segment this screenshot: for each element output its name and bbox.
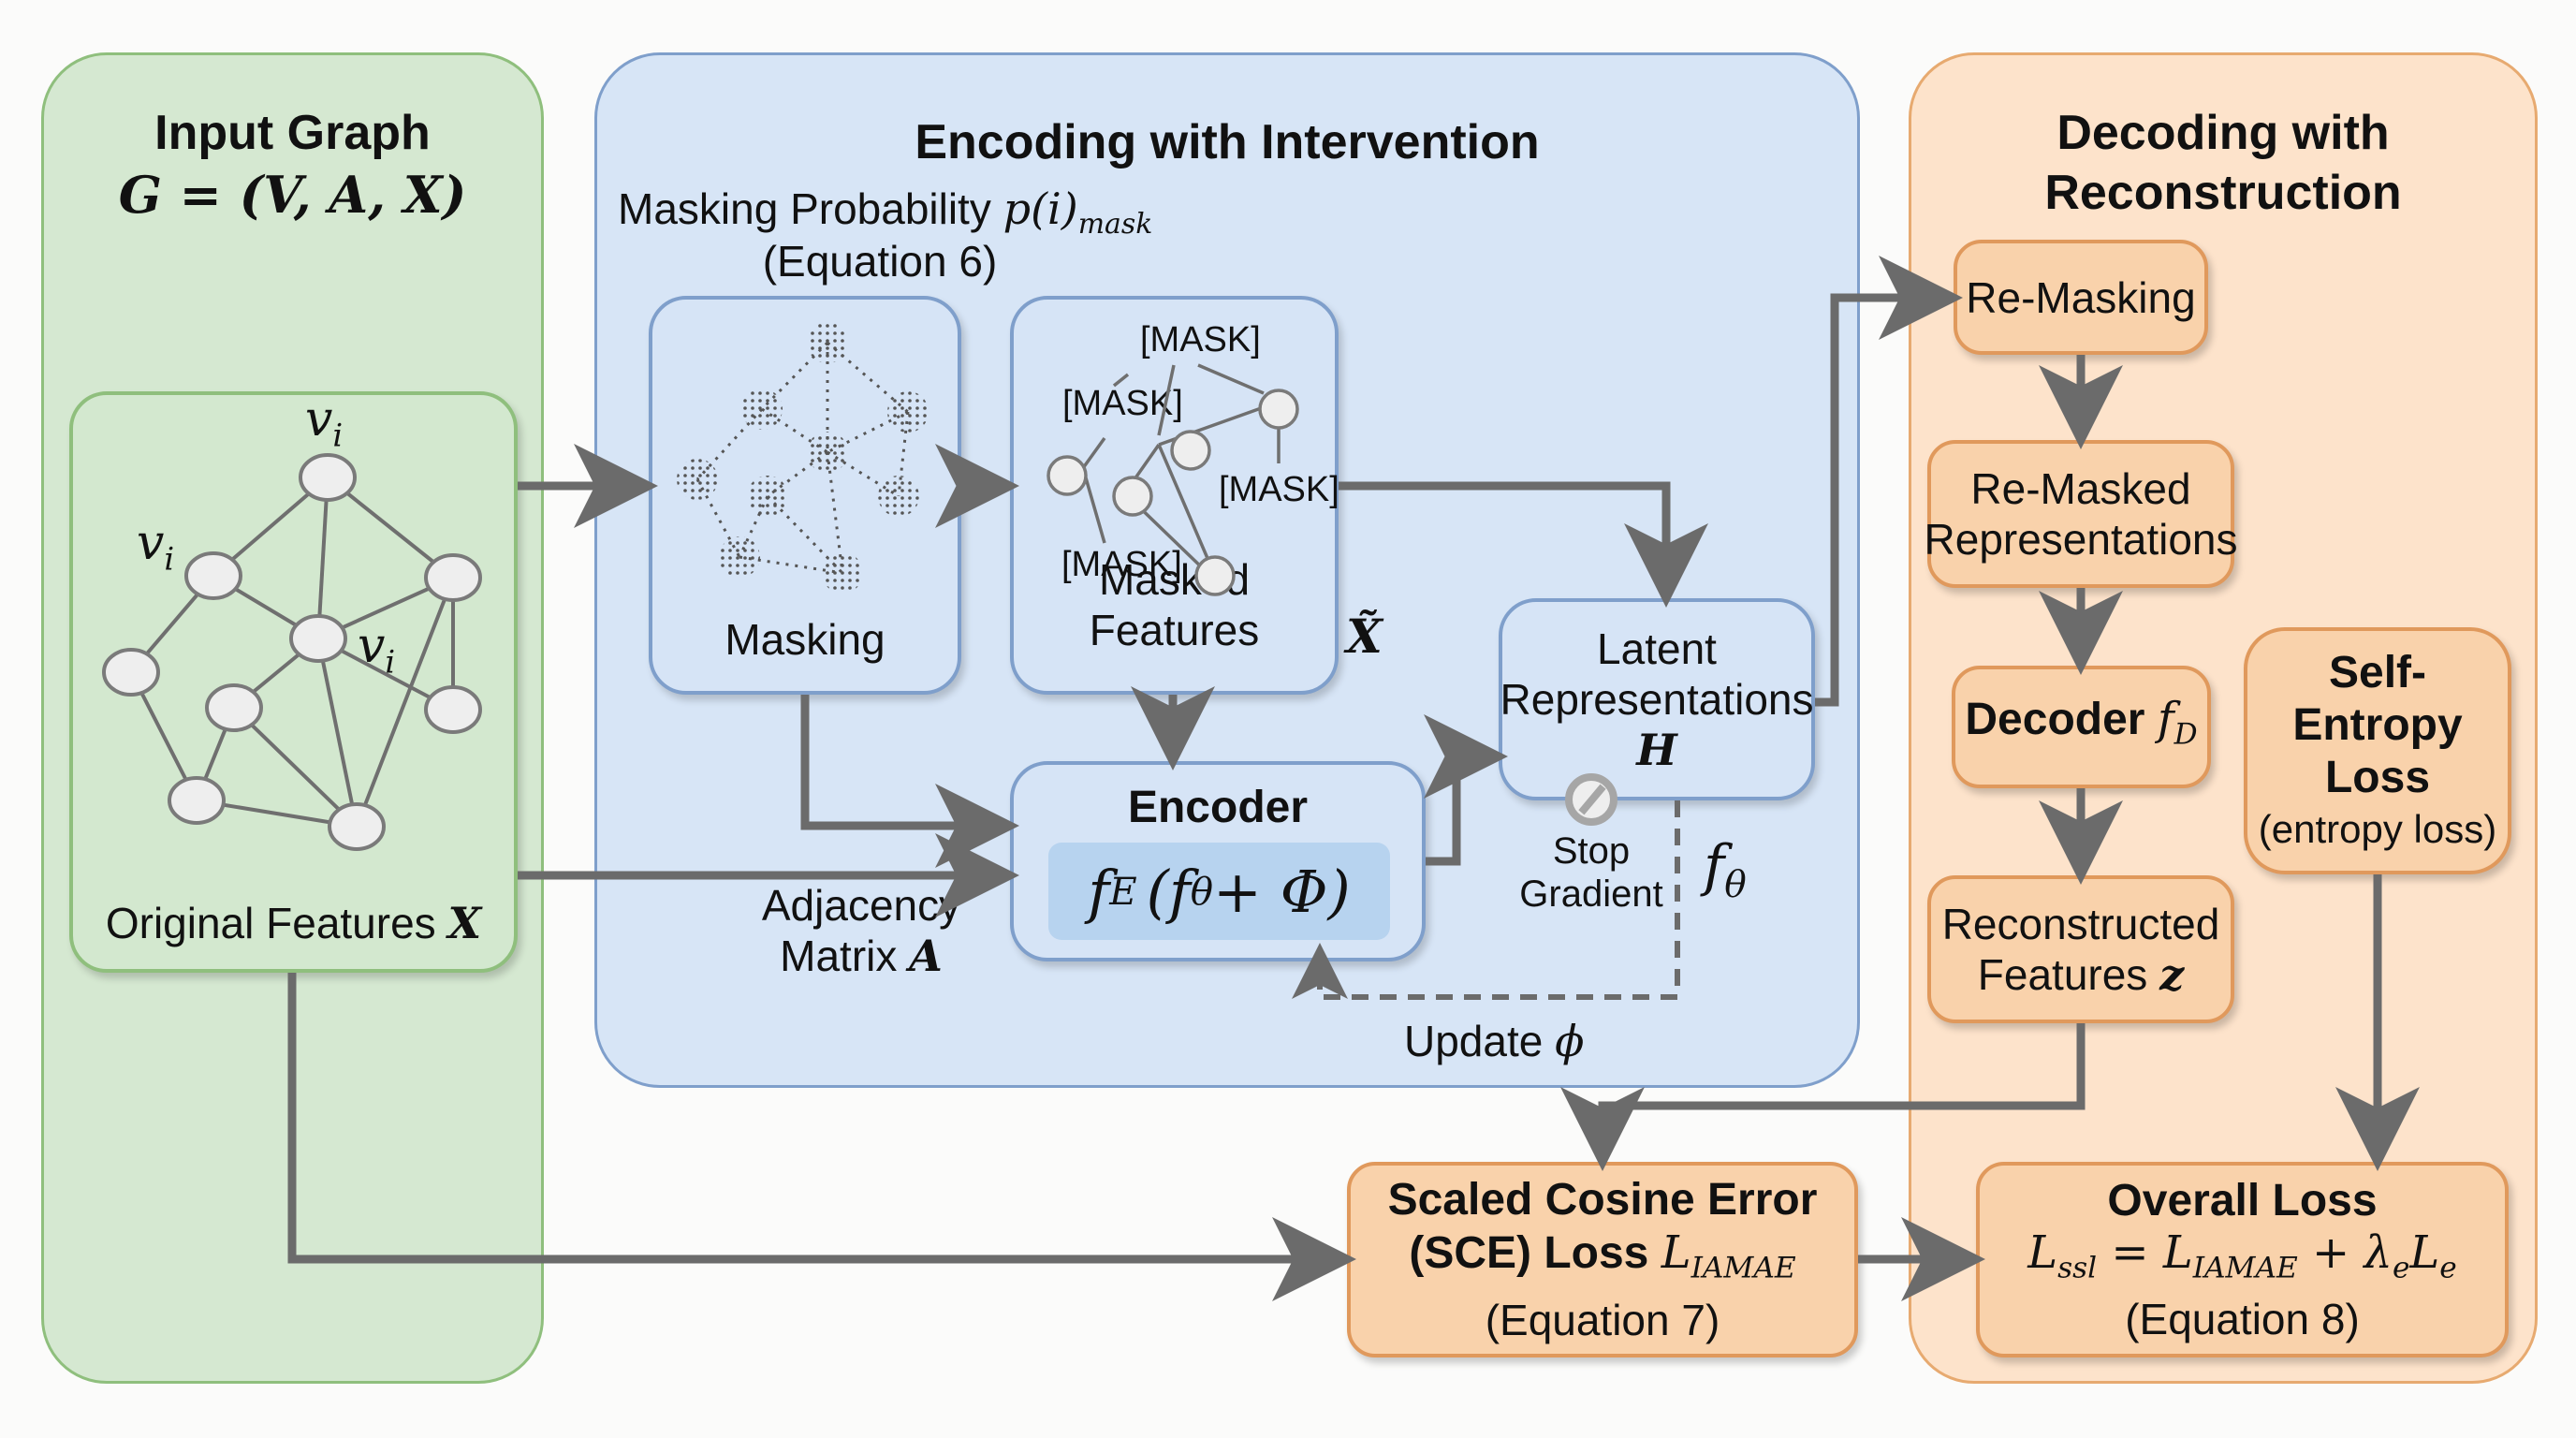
overall-loss-box[interactable]: Overall Loss Lssl = LIAMAE + λeLe (Equat… [1976, 1162, 2509, 1357]
masking-equation: (Equation 6) [762, 237, 998, 286]
update-phi-label: Update ϕ [1404, 1016, 1585, 1066]
decoder-label: Decoder fD [1965, 693, 2198, 752]
input-graph-title: Input Graph [154, 106, 431, 160]
mask-token: [MASK] [1061, 545, 1182, 584]
stop-gradient-icon [1565, 773, 1617, 826]
decoder-box[interactable]: Decoder fD [1952, 666, 2211, 788]
original-features-box[interactable]: Original Features X [69, 391, 518, 973]
remasking-box[interactable]: Re-Masking [1954, 240, 2208, 355]
mask-token: [MASK] [1140, 320, 1261, 360]
latent-symbol: H [1636, 725, 1677, 775]
masking-probability-label: Masking Probability p(i)mask [618, 183, 1153, 242]
node-label-vi: vi [137, 515, 175, 578]
features-symbol: X [447, 898, 482, 948]
encoder-title: Encoder [1127, 783, 1309, 832]
masked-features-label: Masked Features [1089, 555, 1260, 654]
mask-token: [MASK] [1062, 384, 1183, 423]
f-theta-label: fθ [1704, 833, 1747, 906]
stop-gradient-label: Stop Gradient [1519, 830, 1663, 915]
masking-box-label: Masking [724, 615, 886, 664]
input-graph-formula: G = (V, A, X) [118, 165, 467, 225]
decoding-title-line1: Decoding with [2056, 106, 2390, 160]
node-label-vi: vi [358, 618, 396, 681]
self-entropy-loss-box[interactable]: Self- Entropy Loss (entropy loss) [2244, 627, 2511, 874]
masked-features-symbol: X̃ [1346, 609, 1383, 664]
mask-token: [MASK] [1219, 470, 1339, 509]
original-features-label: Original Features X [105, 898, 482, 948]
encoding-title: Encoding with Intervention [915, 115, 1540, 169]
reconstructed-features-box[interactable]: Reconstructed Features z [1927, 875, 2234, 1023]
remasked-representations-box[interactable]: Re-Masked Representations [1925, 440, 2238, 588]
masking-box[interactable]: Masking [649, 296, 961, 695]
sce-loss-box[interactable]: Scaled Cosine Error (SCE) Loss LIAMAE (E… [1347, 1162, 1858, 1357]
latent-representations-box[interactable]: Latent Representations H [1499, 598, 1815, 800]
adjacency-label: Adjacency Matrix A [761, 881, 961, 981]
node-label-vi: vi [305, 391, 344, 454]
decoding-title-line2: Reconstruction [2044, 166, 2402, 220]
